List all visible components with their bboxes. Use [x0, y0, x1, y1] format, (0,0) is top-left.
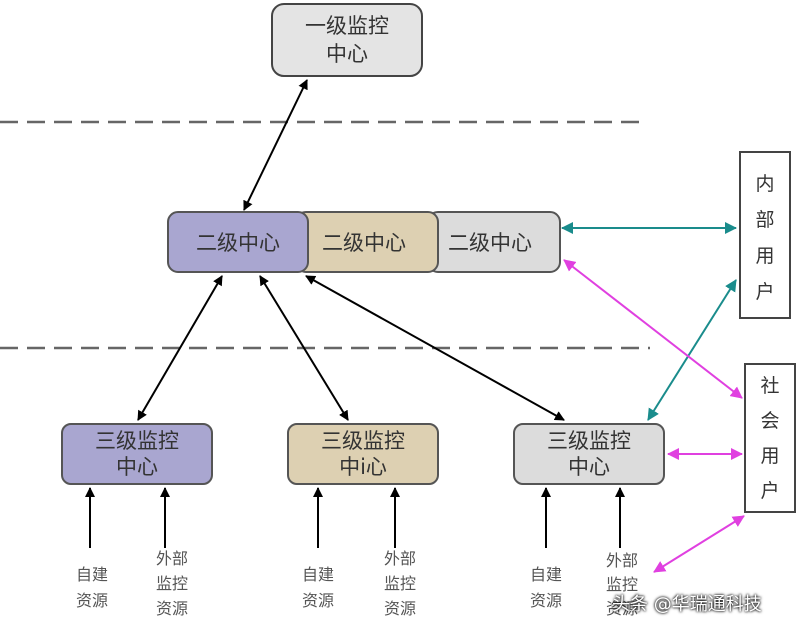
source-6-line2: 监控 [606, 575, 638, 594]
level3-center-3: 三级监控 中心 [513, 423, 665, 485]
source-label-1: 自建 资源 [76, 565, 108, 610]
internal-users-char-1: 内 [755, 173, 774, 195]
source-1-line1: 自建 [76, 565, 108, 584]
source-2-line2: 监控 [156, 574, 188, 593]
arrow-level2-to-level3-1 [137, 275, 223, 421]
source-label-4: 外部 监控 资源 [384, 549, 416, 618]
arrow-level2-to-level3-3 [305, 275, 565, 421]
public-users-char-1: 社 [760, 375, 779, 397]
source-2-line1: 外部 [156, 549, 188, 568]
level3-center-1: 三级监控 中心 [61, 423, 213, 485]
level2-label-1: 二级中心 [196, 231, 280, 255]
source-5-line1: 自建 [530, 565, 562, 584]
arrow-level3-to-internal-users [647, 279, 737, 421]
level2-center-2: 二级中心 [295, 211, 439, 273]
level3-3-line1: 三级监控 [547, 429, 631, 453]
watermark: 头条 @华瑞通科技 [612, 594, 762, 615]
internal-users-char-2: 部 [755, 209, 774, 231]
source-4-line2: 监控 [384, 574, 416, 593]
source-5-line2: 资源 [530, 591, 562, 610]
source-6-line3: 资源 [606, 599, 638, 618]
internal-users-box: 内 部 用 户 [739, 151, 791, 319]
level3-1-line1: 三级监控 [95, 429, 179, 453]
source-2-line3: 资源 [156, 599, 188, 618]
source-3-line2: 资源 [302, 591, 334, 610]
source-4-line1: 外部 [384, 549, 416, 568]
public-users-char-3: 用 [760, 445, 779, 467]
level3-2-line2: 中i心 [339, 455, 387, 479]
source-label-2: 外部 监控 资源 [156, 549, 188, 618]
arrow-level2-to-level1 [243, 79, 308, 211]
source-label-5: 自建 资源 [530, 565, 562, 610]
level1-label-line1: 一级监控 [305, 14, 389, 38]
public-users-char-2: 会 [760, 410, 779, 432]
level2-label-3: 二级中心 [448, 231, 532, 255]
level1-label-line2: 中心 [326, 42, 368, 66]
level2-center-1: 二级中心 [167, 211, 309, 273]
level3-1-line2: 中心 [116, 455, 158, 479]
source-1-line2: 资源 [76, 591, 108, 610]
source-6-line1: 外部 [606, 551, 638, 570]
level3-center-2: 三级监控 中i心 [287, 423, 439, 485]
level1-monitoring-center: 一级监控 中心 [271, 3, 423, 77]
arrow-level2-to-public-users [563, 259, 743, 399]
public-users-char-4: 户 [760, 480, 779, 502]
arrow-source-to-public-users [653, 515, 745, 573]
level3-2-line1: 三级监控 [321, 429, 405, 453]
source-3-line1: 自建 [302, 565, 334, 584]
level2-center-3: 二级中心 [427, 211, 561, 273]
source-label-6: 外部 监控 资源 [606, 551, 638, 618]
public-users-box: 社 会 用 户 [744, 363, 796, 513]
internal-users-char-4: 户 [755, 281, 774, 303]
source-label-3: 自建 资源 [302, 565, 334, 610]
internal-users-char-3: 用 [755, 245, 774, 267]
level2-label-2: 二级中心 [322, 231, 406, 255]
source-4-line3: 资源 [384, 599, 416, 618]
level3-3-line2: 中心 [568, 455, 610, 479]
